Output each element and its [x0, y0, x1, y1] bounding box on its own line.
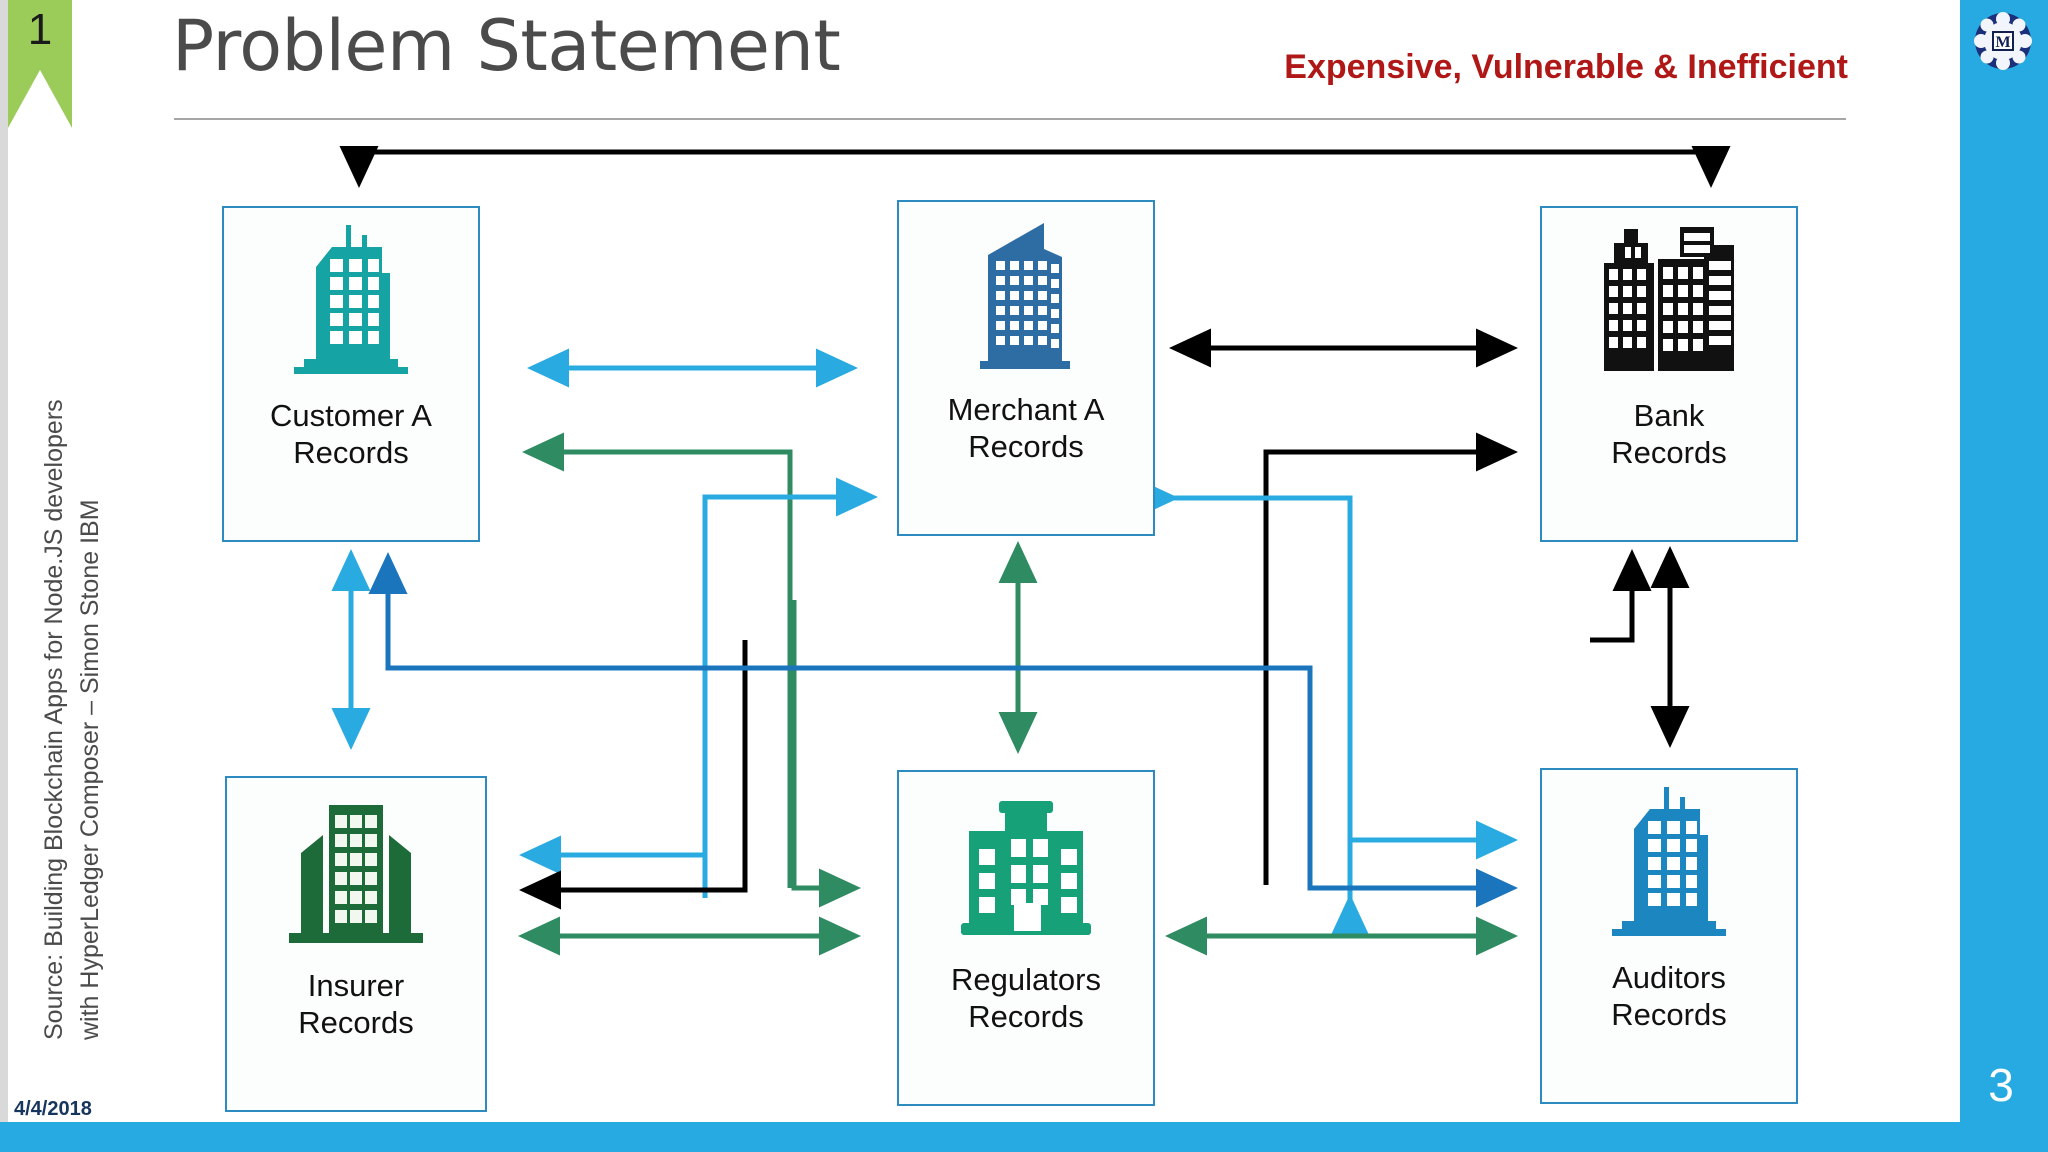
wire-customer-to-bank-top-bracket	[339, 146, 1731, 189]
government-building-icon	[899, 772, 1153, 962]
node-label-line-1: Customer A	[270, 398, 432, 433]
source-note-line-1: Source: Building Blockchain Apps for Nod…	[39, 399, 68, 1040]
node-label-line-1: Insurer	[307, 968, 405, 1003]
node-auditors[interactable]: Auditors Records	[1540, 768, 1798, 1104]
title-divider	[174, 118, 1846, 120]
node-label-line-2: Records	[1611, 434, 1727, 470]
logo-letter: M	[1995, 34, 2010, 51]
wire-merchant-to-insurer-light-blue	[518, 600, 708, 875]
node-regulators[interactable]: Regulators Records	[897, 770, 1155, 1106]
node-label-customer-a: Customer A Records	[270, 398, 432, 471]
wire-bank-to-insurer-black	[518, 640, 748, 910]
right-panel-gap	[1954, 0, 1960, 1122]
wire-bank-to-regulators-black	[1632, 600, 1670, 640]
node-label-merchant-a: Merchant A Records	[948, 392, 1105, 465]
page-number: 3	[1988, 1059, 2014, 1111]
city-skyline-black-icon	[1542, 208, 1796, 398]
wire-merchant-to-customer-green	[521, 432, 793, 888]
node-label-line-2: Records	[968, 428, 1084, 464]
node-label-insurer: Insurer Records	[298, 968, 413, 1041]
node-label-line-2: Records	[1611, 996, 1727, 1032]
source-note: Source: Building Blockchain Apps for Nod…	[24, 80, 120, 1040]
node-merchant-a[interactable]: Merchant A Records	[897, 200, 1155, 536]
right-accent-panel	[1954, 0, 2048, 1152]
wire-regulators-to-bank-black	[1263, 432, 1519, 885]
wire-bank-to-merchant-light-blue	[1136, 478, 1370, 936]
organization-logo-icon: M	[1972, 10, 2034, 72]
source-note-line-2: with HyperLedger Composer – Simon Stone …	[76, 499, 104, 1040]
office-tower-blue-icon	[899, 202, 1153, 392]
node-label-line-1: Regulators	[951, 962, 1101, 997]
node-insurer[interactable]: Insurer Records	[225, 776, 487, 1112]
node-label-auditors: Auditors Records	[1611, 960, 1726, 1033]
wire-merchant-to-auditors-light-blue	[1347, 600, 1519, 860]
node-label-regulators: Regulators Records	[951, 962, 1101, 1035]
node-label-line-2: Records	[968, 998, 1084, 1034]
wire-regulators-to-bank-up-black	[1590, 548, 1652, 643]
wire-insurer-to-merchant-light-blue	[702, 477, 879, 898]
office-tower-cyan-icon	[1542, 770, 1796, 960]
banner-notch	[8, 70, 72, 128]
node-label-line-2: Records	[298, 1004, 414, 1040]
office-complex-green-icon	[227, 778, 485, 968]
page-subtitle: Expensive, Vulnerable & Inefficient	[1284, 48, 1848, 86]
office-tower-teal-icon	[224, 208, 478, 398]
node-label-bank: Bank Records	[1611, 398, 1726, 471]
node-label-line-1: Merchant A	[947, 392, 1105, 427]
date-stamp: 4/4/2018	[14, 1098, 92, 1120]
node-label-line-2: Records	[293, 434, 409, 470]
slide-number-badge: 1	[27, 5, 53, 54]
node-customer-a[interactable]: Customer A Records	[222, 206, 480, 542]
page-title: Problem Statement	[172, 5, 841, 87]
node-label-line-1: Bank	[1633, 398, 1705, 433]
wire-merchant-to-regulators-green	[791, 600, 862, 908]
node-bank[interactable]: Bank Records	[1540, 206, 1798, 542]
left-accent-strip	[0, 0, 8, 1152]
bottom-accent-bar	[0, 1122, 2048, 1152]
node-label-line-1: Auditors	[1612, 960, 1726, 995]
